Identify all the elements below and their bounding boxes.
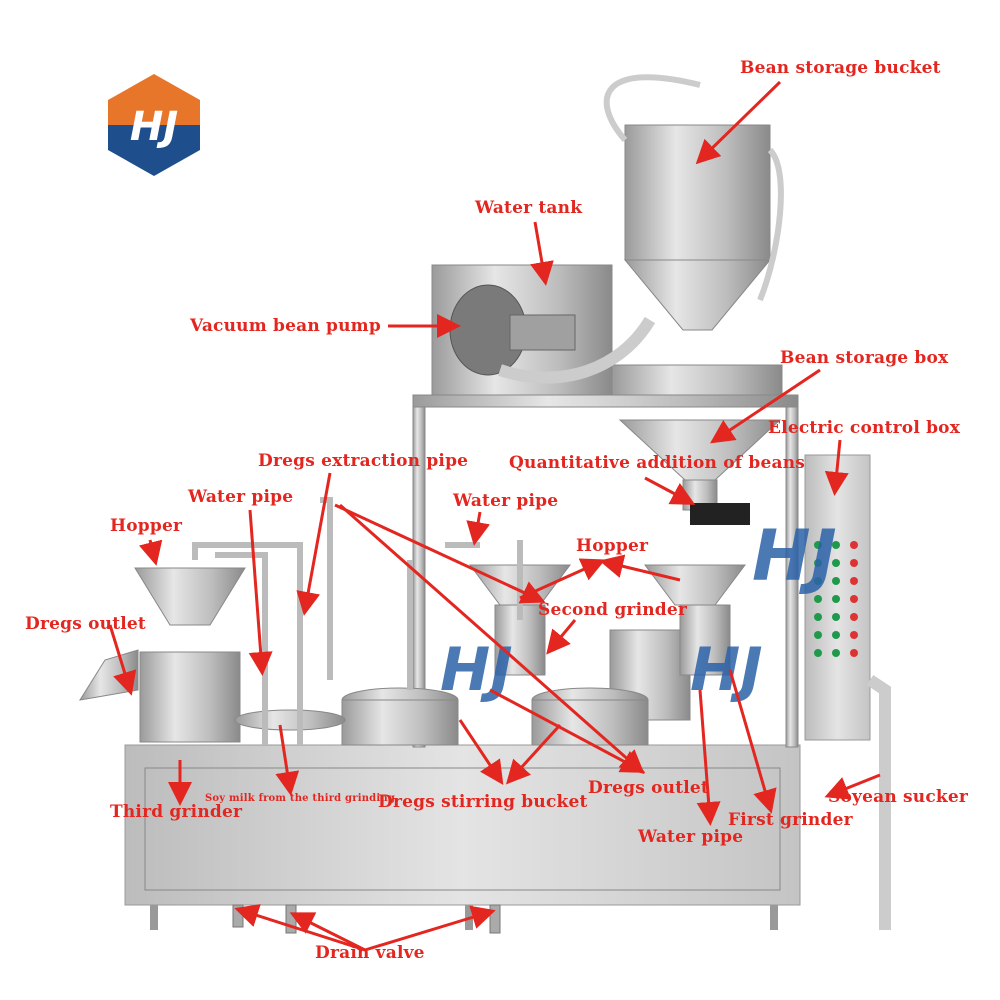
- control-button: [850, 541, 858, 549]
- control-button: [850, 613, 858, 621]
- control-button: [832, 577, 840, 585]
- label-first-grinder: First grinder: [728, 810, 853, 830]
- label-dregs-outlet-right: Dregs outlet: [588, 778, 709, 798]
- control-button: [832, 631, 840, 639]
- control-button: [814, 595, 822, 603]
- label-water-pipe-left: Water pipe: [188, 487, 294, 507]
- hj-logo: HJ: [108, 74, 200, 176]
- label-water-pipe-center: Water pipe: [453, 491, 559, 511]
- label-soybean-sucker: Soyean sucker: [828, 787, 969, 807]
- label-drain-valve: Drain valve: [315, 943, 425, 963]
- svg-text:HJ: HJ: [440, 635, 513, 705]
- vacuum-pump: [449, 284, 656, 384]
- label-third-grinder: Third grinder: [110, 802, 243, 822]
- control-button: [850, 559, 858, 567]
- label-hopper-left: Hopper: [110, 516, 183, 536]
- control-button: [832, 613, 840, 621]
- label-hopper-right: Hopper: [576, 536, 649, 556]
- control-button: [832, 649, 840, 657]
- label-dregs-extraction-pipe: Dregs extraction pipe: [258, 451, 469, 471]
- label-second-grinder: Second grinder: [538, 600, 688, 620]
- control-button: [850, 577, 858, 585]
- bean-storage-bucket: [611, 124, 783, 511]
- control-button: [814, 631, 822, 639]
- callout-arrows: [108, 80, 881, 952]
- base-cabinet: [124, 744, 801, 906]
- label-electric-control-box: Electric control box: [768, 418, 961, 438]
- electric-control-box: [804, 454, 871, 741]
- control-button: [814, 577, 822, 585]
- control-button: [832, 541, 840, 549]
- control-button: [814, 649, 822, 657]
- svg-text:HJ: HJ: [690, 635, 763, 705]
- control-button: [814, 559, 822, 567]
- label-water-pipe-bottom: Water pipe: [638, 827, 744, 847]
- label-bean-storage-bucket: Bean storage bucket: [740, 58, 941, 78]
- label-water-tank: Water tank: [475, 198, 583, 218]
- label-dregs-stirring-bucket: Dregs stirring bucket: [378, 792, 588, 812]
- label-quantitative-addition: Quantitative addition of beans: [509, 453, 806, 473]
- label-dregs-outlet-left: Dregs outlet: [25, 614, 146, 634]
- control-button: [832, 559, 840, 567]
- label-bean-storage-box: Bean storage box: [780, 348, 949, 368]
- svg-text:HJ: HJ: [130, 104, 178, 150]
- label-vacuum-bean-pump: Vacuum bean pump: [190, 316, 381, 336]
- control-button: [814, 613, 822, 621]
- control-button: [814, 541, 822, 549]
- control-button: [850, 595, 858, 603]
- control-button: [850, 649, 858, 657]
- control-button: [832, 595, 840, 603]
- label-soy-milk-third-grinding: Soy milk from the third grinding: [205, 793, 396, 804]
- control-button: [850, 631, 858, 639]
- svg-text:HJ: HJ: [752, 515, 837, 597]
